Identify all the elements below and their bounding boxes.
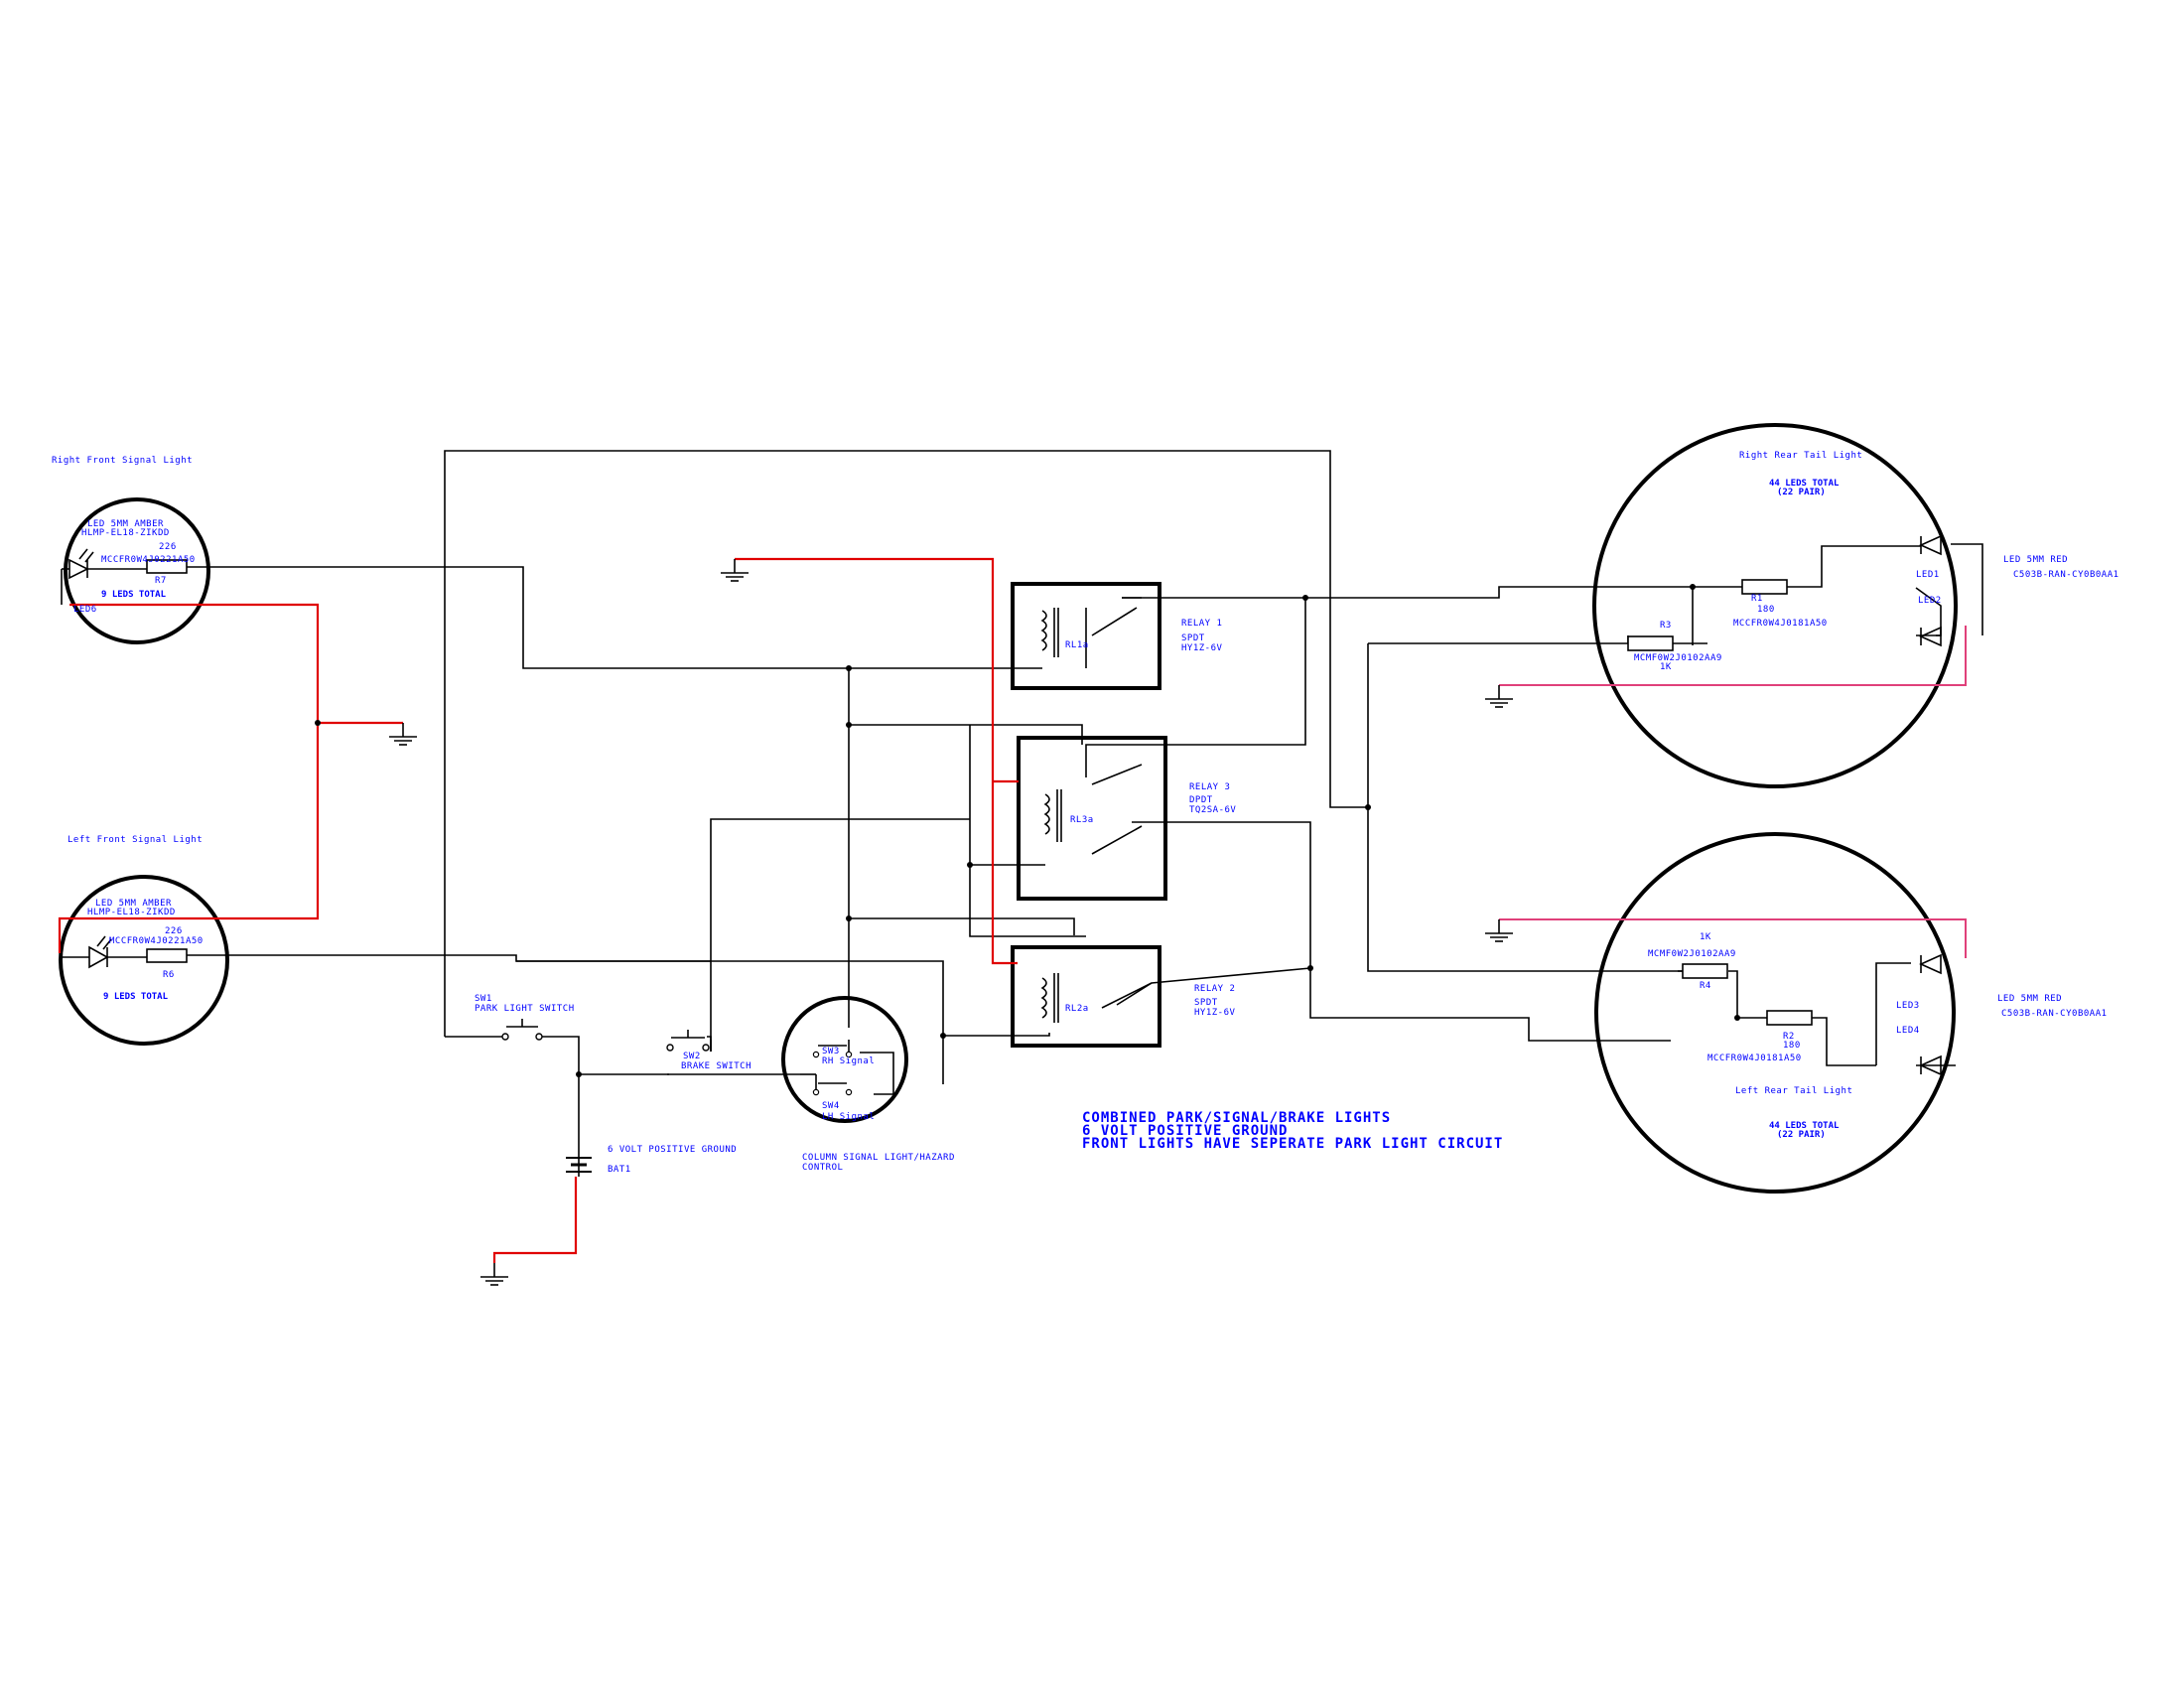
battery-ref: BAT1 [608, 1165, 631, 1175]
black-wires [218, 450, 1983, 1177]
relay2-name: RELAY 2 [1194, 984, 1235, 994]
relay2-ref: RL2a [1065, 1004, 1089, 1014]
left-rear-total-1: 44 LEDS TOTAL [1769, 1121, 1840, 1131]
sw4-label: LH Signal [822, 1112, 875, 1122]
left-front-led-part: HLMP-EL18-ZIKDD [87, 908, 176, 917]
switch-symbols [501, 996, 908, 1123]
led-symbols [60, 534, 1942, 1076]
left-front-resistor-value: 226 [165, 926, 183, 936]
left-rear-r2-value: 180 [1783, 1041, 1801, 1051]
left-rear-title: Left Rear Tail Light [1735, 1086, 1852, 1096]
relay3-box [1017, 736, 1167, 901]
relay1-box [1011, 582, 1161, 690]
battery-symbol [566, 1157, 592, 1173]
sw1-ref: SW1 [475, 994, 492, 1004]
note-line-2: 6 VOLT POSITIVE GROUND [1082, 1123, 1288, 1139]
junction-dots [315, 584, 1740, 1077]
right-front-led-ref: LED6 [73, 605, 97, 615]
left-rear-led-type: LED 5MM RED [1997, 994, 2062, 1004]
left-front-led-type: LED 5MM AMBER [95, 899, 172, 909]
relay2-box [1011, 945, 1161, 1048]
right-front-housing [64, 497, 210, 644]
left-front-resistor-ref: R6 [163, 970, 175, 980]
right-rear-led-type: LED 5MM RED [2003, 555, 2068, 565]
right-rear-r3-part: MCMF0W2J0102AA9 [1634, 653, 1722, 663]
right-front-resistor-ref: R7 [155, 576, 167, 586]
right-front-resistor-part: MCCFR0W4J0221A50 [101, 555, 196, 565]
ground-symbols [389, 559, 1513, 1286]
relay3-part: TQ2SA-6V [1189, 805, 1236, 815]
left-front-title: Left Front Signal Light [68, 835, 203, 845]
right-rear-r1-value: 180 [1757, 605, 1775, 615]
relay3-ref: RL3a [1070, 815, 1094, 825]
left-rear-led-part: C503B-RAN-CY0B0AA1 [2001, 1009, 2108, 1019]
right-rear-total-2: (22 PAIR) [1777, 488, 1826, 497]
sw2-ref: SW2 [683, 1052, 701, 1061]
relay2-part: HY1Z-6V [1194, 1008, 1236, 1018]
left-rear-led4: LED4 [1896, 1026, 1920, 1036]
note-line-3: FRONT LIGHTS HAVE SEPERATE PARK LIGHT CI… [1082, 1136, 1503, 1152]
left-front-resistor-part: MCCFR0W4J0221A50 [109, 936, 204, 946]
left-front-total: 9 LEDS TOTAL [103, 992, 169, 1002]
right-front-title: Right Front Signal Light [52, 456, 193, 466]
right-rear-led2: LED2 [1918, 596, 1942, 606]
right-rear-total-1: 44 LEDS TOTAL [1769, 479, 1840, 489]
left-rear-r2-part: MCCFR0W4J0181A50 [1707, 1054, 1802, 1063]
note-line-1: COMBINED PARK/SIGNAL/BRAKE LIGHTS [1082, 1110, 1391, 1126]
sw4-ref: SW4 [822, 1101, 840, 1111]
right-rear-housing [1592, 423, 1958, 788]
right-rear-led-part: C503B-RAN-CY0B0AA1 [2013, 570, 2119, 580]
right-front-led-type: LED 5MM AMBER [87, 519, 164, 529]
right-front-total: 9 LEDS TOTAL [101, 590, 167, 600]
sw3-label: RH Signal [822, 1056, 875, 1066]
right-front-led-part: HLMP-EL18-ZIKDD [81, 528, 170, 538]
right-rear-r1-part: MCCFR0W4J0181A50 [1733, 619, 1828, 629]
relay1-ref: RL1a [1065, 640, 1089, 650]
left-rear-r4-ref: R4 [1700, 981, 1711, 991]
left-rear-led3: LED3 [1896, 1001, 1920, 1011]
right-rear-led1: LED1 [1916, 570, 1940, 580]
sw1-label: PARK LIGHT SWITCH [475, 1004, 575, 1014]
relay2-type: SPDT [1194, 998, 1218, 1008]
right-front-resistor-value: 226 [159, 542, 177, 552]
column-control-label-1: COLUMN SIGNAL LIGHT/HAZARD [802, 1153, 955, 1163]
relay1-name: RELAY 1 [1181, 619, 1222, 629]
relay-coils [1040, 597, 1153, 1023]
left-rear-r2-ref: R2 [1783, 1032, 1795, 1042]
relay1-type: SPDT [1181, 633, 1205, 643]
relay3-name: RELAY 3 [1189, 782, 1230, 792]
left-rear-total-2: (22 PAIR) [1777, 1130, 1826, 1140]
left-front-housing [59, 875, 229, 1046]
battery-label: 6 VOLT POSITIVE GROUND [608, 1145, 737, 1155]
red-wires [58, 557, 1967, 1263]
right-rear-title: Right Rear Tail Light [1739, 451, 1862, 461]
relay1-part: HY1Z-6V [1181, 643, 1223, 653]
sw3-ref: SW3 [822, 1047, 840, 1056]
right-rear-r3-value: 1K [1660, 662, 1672, 672]
relay3-type: DPDT [1189, 795, 1213, 805]
right-rear-r3-ref: R3 [1660, 621, 1672, 631]
left-rear-housing [1594, 832, 1956, 1194]
left-rear-r4-value: 1K [1700, 932, 1711, 942]
column-control-label-2: CONTROL [802, 1163, 843, 1173]
left-rear-r4-part: MCMF0W2J0102AA9 [1648, 949, 1736, 959]
right-rear-r1-ref: R1 [1751, 594, 1763, 604]
sw2-label: BRAKE SWITCH [681, 1061, 751, 1071]
